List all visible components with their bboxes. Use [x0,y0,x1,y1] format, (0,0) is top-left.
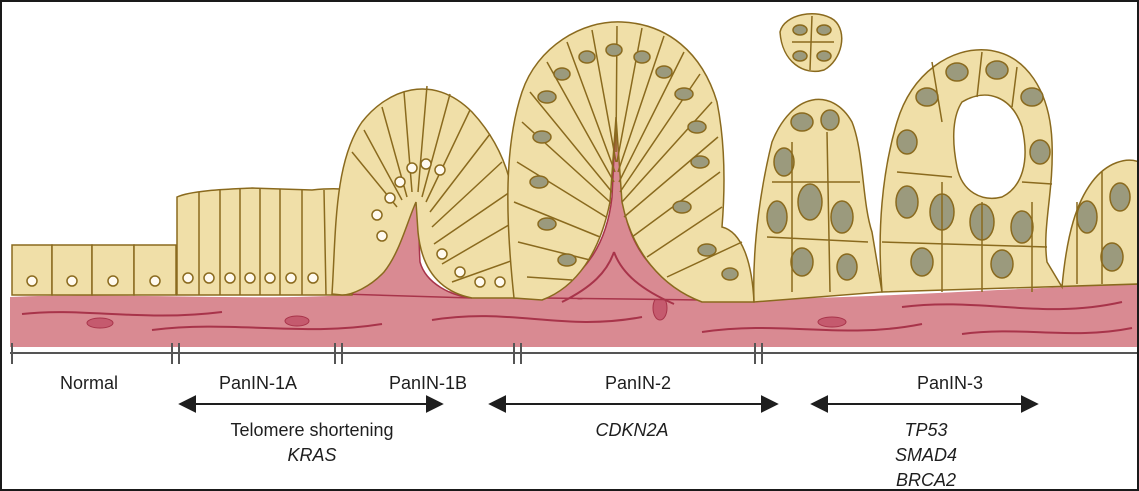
stage-label-panin-3: PanIN-3 [917,373,983,393]
stage-label-panin-1a: PanIN-1A [219,373,297,393]
epithelium [12,14,1139,302]
cdkn2a-gene-label: CDKN2A [595,420,668,440]
stage-label-panin-1b: PanIN-1B [389,373,467,393]
telomere-shortening-label: Telomere shortening [230,420,393,440]
smad4-gene-label: SMAD4 [895,445,957,465]
brca2-gene-label: BRCA2 [896,470,956,490]
tp53-gene-label: TP53 [904,420,947,440]
kras-gene-label: KRAS [287,445,336,465]
stage-label-normal: Normal [60,373,118,393]
stage-label-panin-2: PanIN-2 [605,373,671,393]
